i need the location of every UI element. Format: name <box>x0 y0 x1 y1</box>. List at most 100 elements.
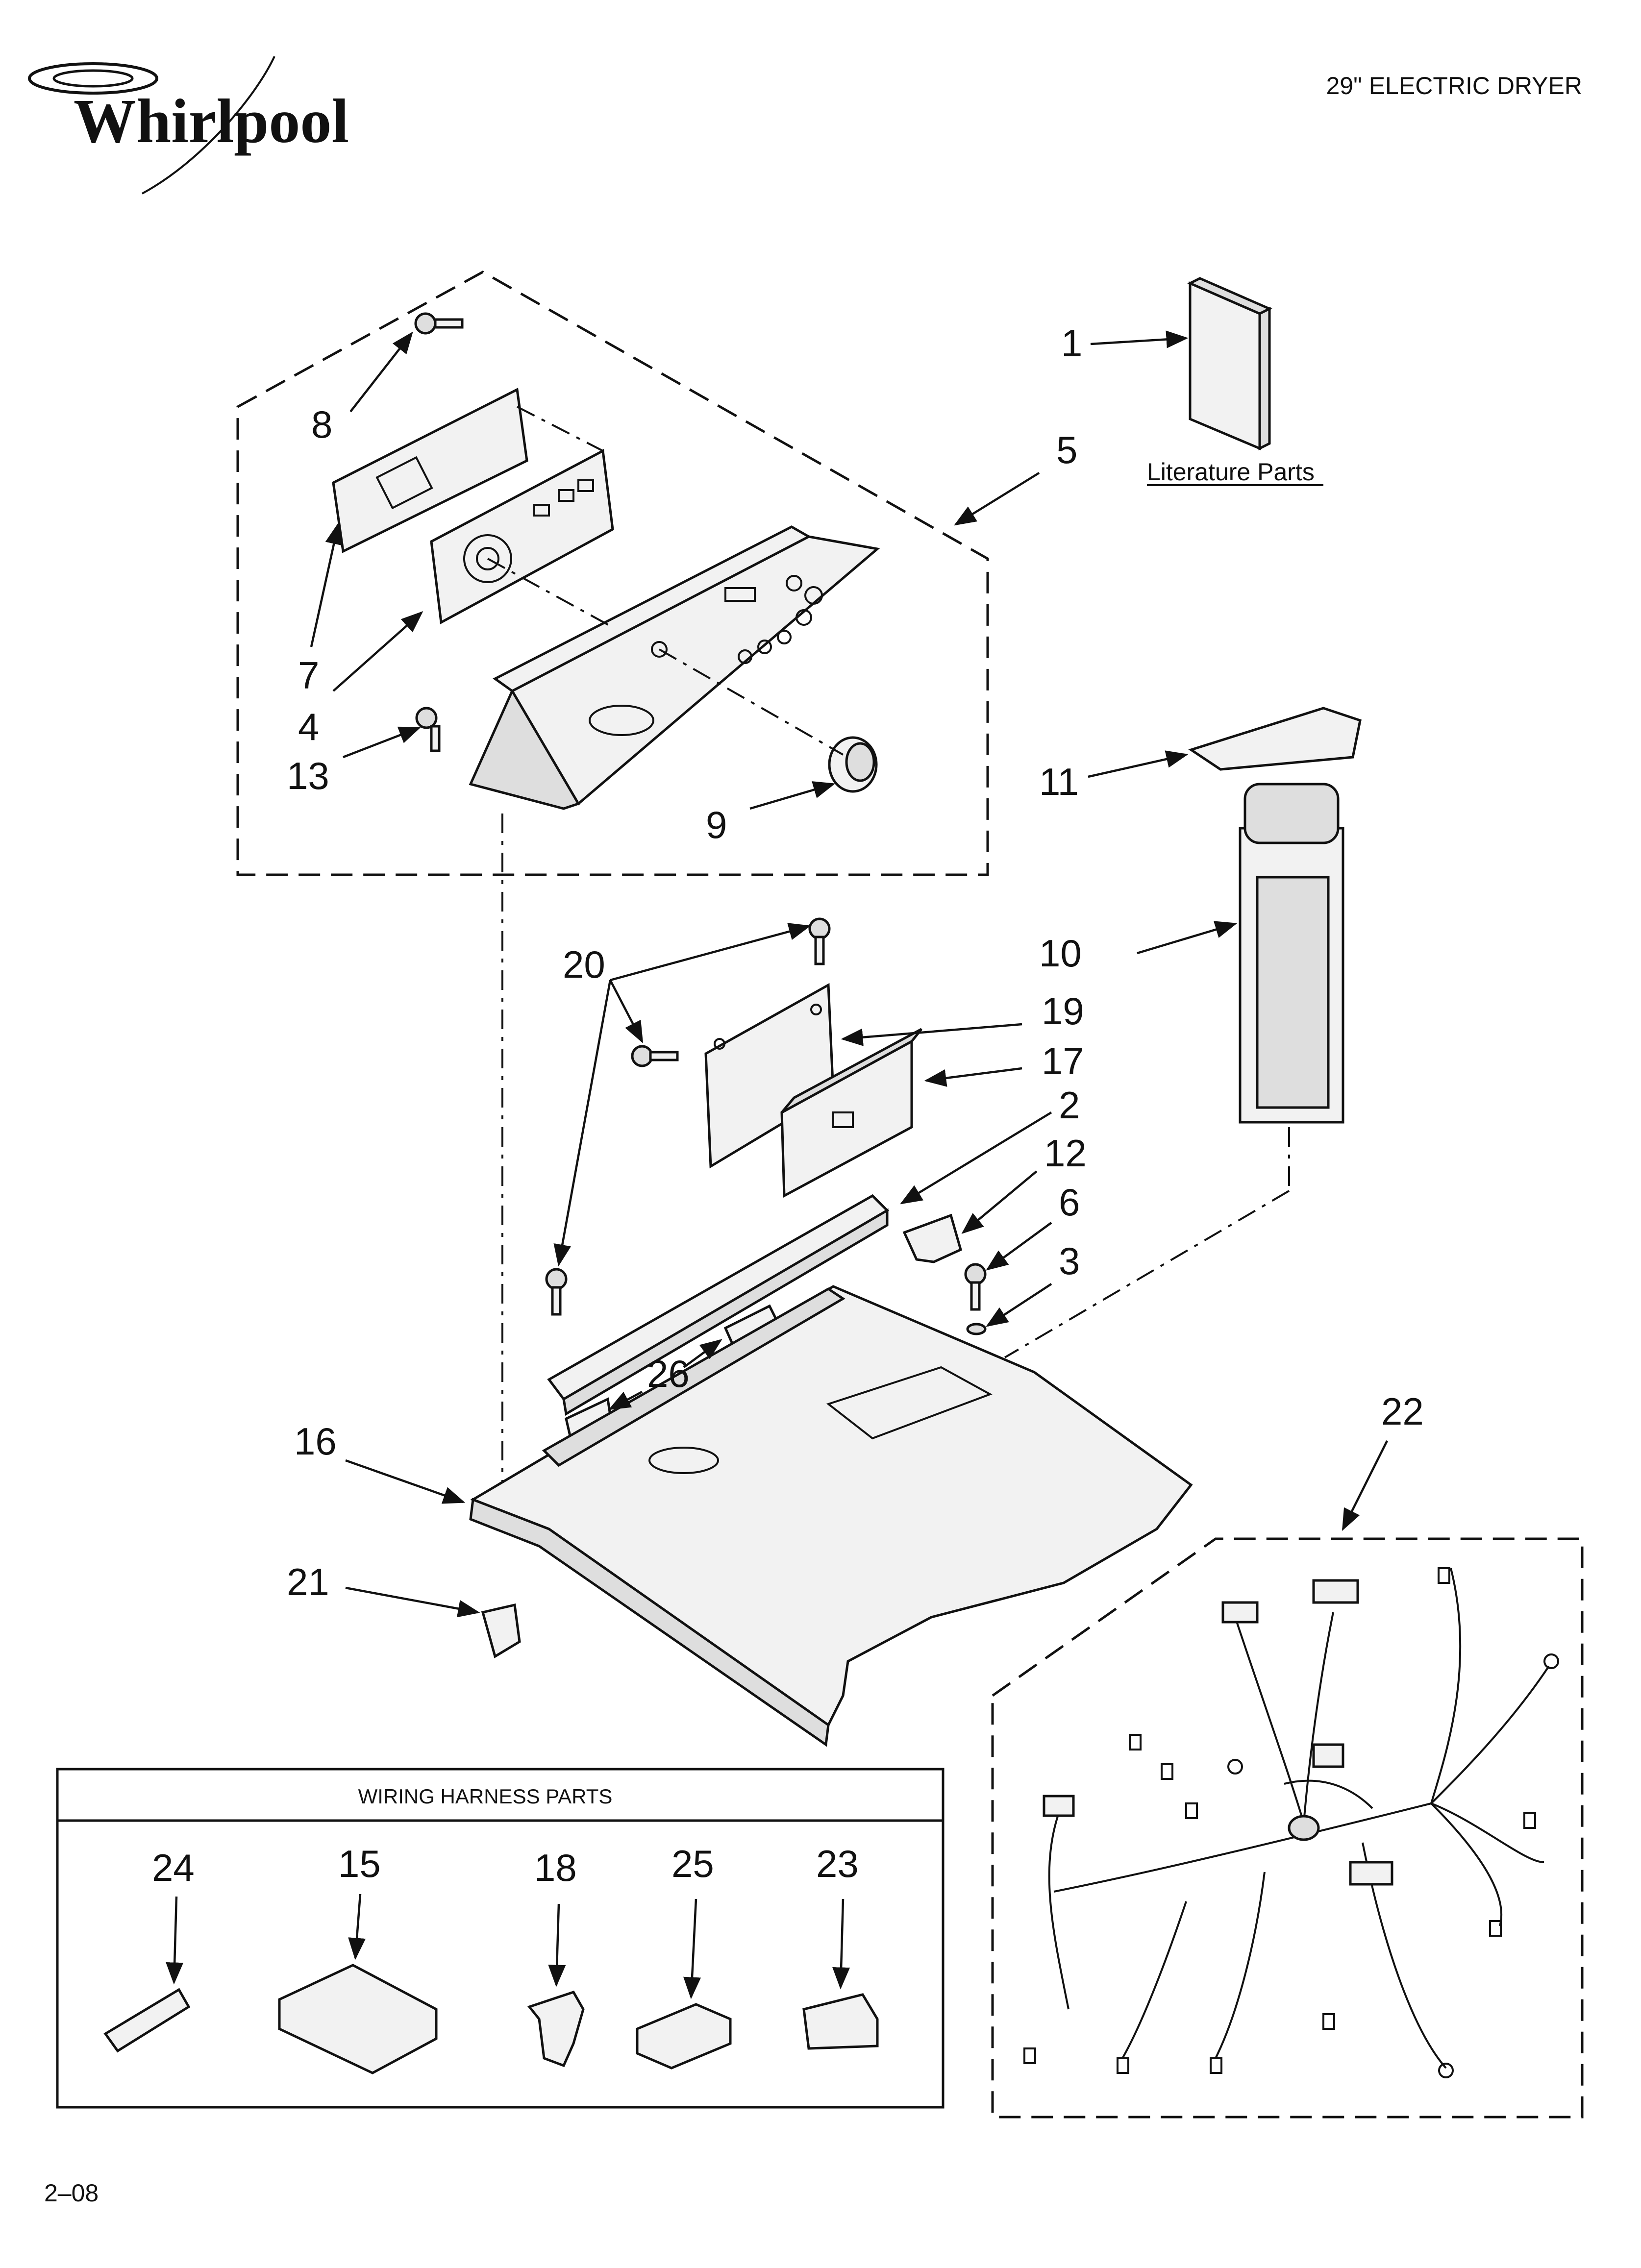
holder-top <box>781 1028 922 1114</box>
harness-branch-9 <box>1215 1872 1266 2059</box>
terminal-body <box>103 1988 191 2053</box>
screw-shank <box>814 936 825 965</box>
callout-4: 4 <box>298 705 319 748</box>
leader-2 <box>900 1111 1052 1205</box>
callout-20: 20 <box>563 943 605 986</box>
harness-trunk <box>1053 1802 1432 1893</box>
wiring-box-title: WIRING HARNESS PARTS <box>358 1785 613 1808</box>
lint-cover-body <box>1188 707 1362 771</box>
top-panel-rear-wall <box>542 1287 845 1467</box>
leader-4 <box>332 611 423 692</box>
leader-9 <box>749 781 836 810</box>
leader-23 <box>832 1898 850 1990</box>
harness-branch-6 <box>1431 1802 1544 1863</box>
leader-8 <box>349 331 413 413</box>
callout-10: 10 <box>1039 932 1082 975</box>
connector-body <box>278 1964 438 2074</box>
callout-2: 2 <box>1059 1084 1080 1127</box>
screw-head <box>545 1268 568 1290</box>
leader-12 <box>961 1170 1038 1234</box>
clamp-body <box>902 1213 962 1263</box>
leader-16 <box>345 1459 466 1504</box>
leader-24 <box>166 1896 184 1985</box>
whirlpool-logo: Whirlpool <box>28 56 349 195</box>
ring-terminal-3 <box>1438 2063 1454 2078</box>
literature-parts: Literature Parts <box>1147 277 1323 486</box>
callout-26: 26 <box>647 1352 690 1395</box>
screw-shank <box>434 318 464 329</box>
terminal-2 <box>1161 1763 1173 1780</box>
leader-20a <box>610 923 811 982</box>
leader-7 <box>310 522 343 647</box>
connector-body <box>802 1993 879 2050</box>
wiring-harness-22 <box>1023 1567 1559 2078</box>
literature-parts-label: Literature Parts <box>1147 458 1315 486</box>
console-button-4 <box>796 609 812 626</box>
callout-25: 25 <box>671 1842 714 1885</box>
clip-18 <box>527 1990 585 2068</box>
connector-15 <box>278 1964 438 2074</box>
board-chip-3 <box>577 479 594 492</box>
harness-junction <box>1288 1815 1320 1841</box>
leader-18 <box>548 1903 566 1987</box>
screw-shank <box>430 725 441 752</box>
callout-8: 8 <box>311 403 332 446</box>
alignment-line-bracket <box>517 406 603 452</box>
connector-a <box>1221 1601 1259 1624</box>
leader-21 <box>345 1586 480 1618</box>
console-display <box>724 587 756 602</box>
console-end-cap <box>469 688 580 810</box>
screw-shank <box>970 1281 981 1311</box>
screw-13 <box>415 707 441 752</box>
harness-branch-5 <box>1430 1802 1503 1926</box>
screw-8 <box>414 312 464 335</box>
wiring-harness-boundary <box>991 1537 1584 2119</box>
callout-16: 16 <box>294 1420 337 1463</box>
screw-head <box>808 917 831 940</box>
clip-body <box>527 1990 585 2068</box>
wiring-box-frame <box>56 1768 945 2109</box>
console-assembly-boundary <box>236 271 989 876</box>
harness-rail-2 <box>547 1194 890 1416</box>
connector-25 <box>636 2003 732 2070</box>
console-button-1 <box>738 649 752 664</box>
connector-d <box>1349 1861 1393 1886</box>
harness-branch-8 <box>1121 1901 1187 2059</box>
screw-20-top <box>808 917 831 965</box>
connector-body <box>636 2003 732 2070</box>
connector-c <box>1312 1743 1344 1768</box>
screw-20-bottom <box>545 1268 568 1316</box>
screw-shank <box>649 1051 679 1061</box>
harness-holder-17 <box>780 1028 922 1198</box>
leader-26a <box>683 1339 722 1368</box>
callout-numbers: 1 5 8 7 4 13 9 11 10 20 19 17 2 12 6 3 2… <box>152 321 1424 1889</box>
logo-swirl-inner <box>52 69 134 88</box>
terminal-10 <box>1322 2013 1335 2030</box>
harness-branch-2 <box>1303 1612 1334 1824</box>
washer-ring <box>966 1323 987 1335</box>
callout-18: 18 <box>534 1846 577 1889</box>
callout-21: 21 <box>287 1560 329 1603</box>
knob-9 <box>828 736 878 793</box>
screw-head <box>964 1263 987 1285</box>
knob-face <box>845 742 875 782</box>
leader-6 <box>986 1222 1052 1271</box>
console-button-2 <box>757 640 772 654</box>
screw-head <box>631 1045 653 1067</box>
holder-slot <box>832 1111 854 1128</box>
drum-opening <box>648 1447 719 1474</box>
leader-20c <box>553 980 612 1267</box>
harness-branch-1 <box>1234 1617 1305 1824</box>
callout-17: 17 <box>1042 1039 1084 1083</box>
footer-code: 2–08 <box>44 2179 99 2207</box>
callout-12: 12 <box>1044 1132 1087 1175</box>
console-button-3 <box>777 630 792 644</box>
callout-7: 7 <box>298 654 319 697</box>
callout-11: 11 <box>1039 760 1079 803</box>
callout-1: 1 <box>1061 321 1082 365</box>
terminal-5 <box>1523 1812 1536 1829</box>
terminal-24 <box>103 1988 191 2053</box>
clamp-12 <box>902 1213 962 1263</box>
connector-b <box>1312 1579 1359 1604</box>
